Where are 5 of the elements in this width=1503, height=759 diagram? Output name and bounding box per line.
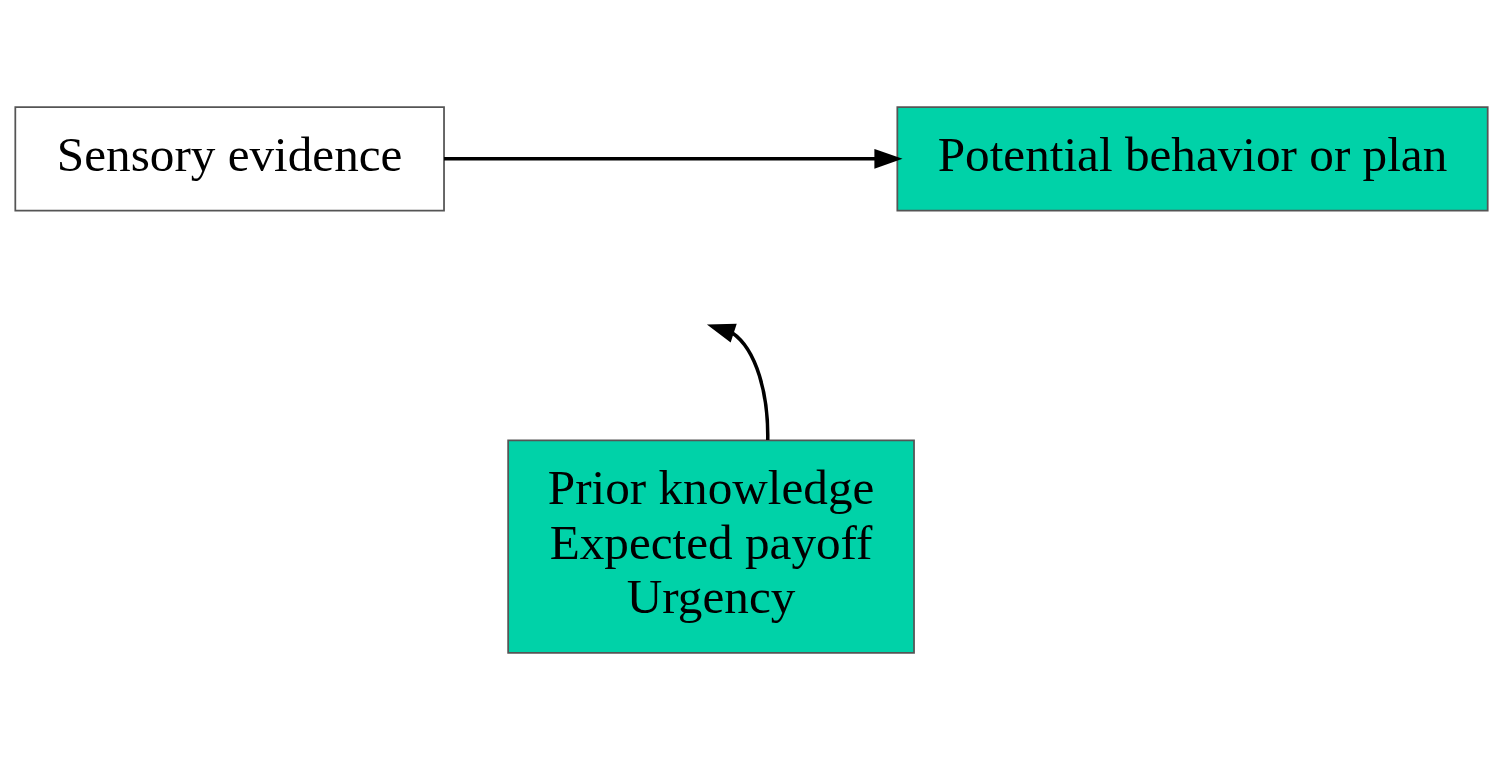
node-box: Sensory evidence — [14, 105, 445, 212]
arrow — [444, 148, 903, 169]
node-box: Prior knowledge Expected payoff Urgency — [507, 439, 915, 654]
arrow — [706, 323, 770, 440]
node-box: Potential behavior or plan — [896, 105, 1489, 212]
